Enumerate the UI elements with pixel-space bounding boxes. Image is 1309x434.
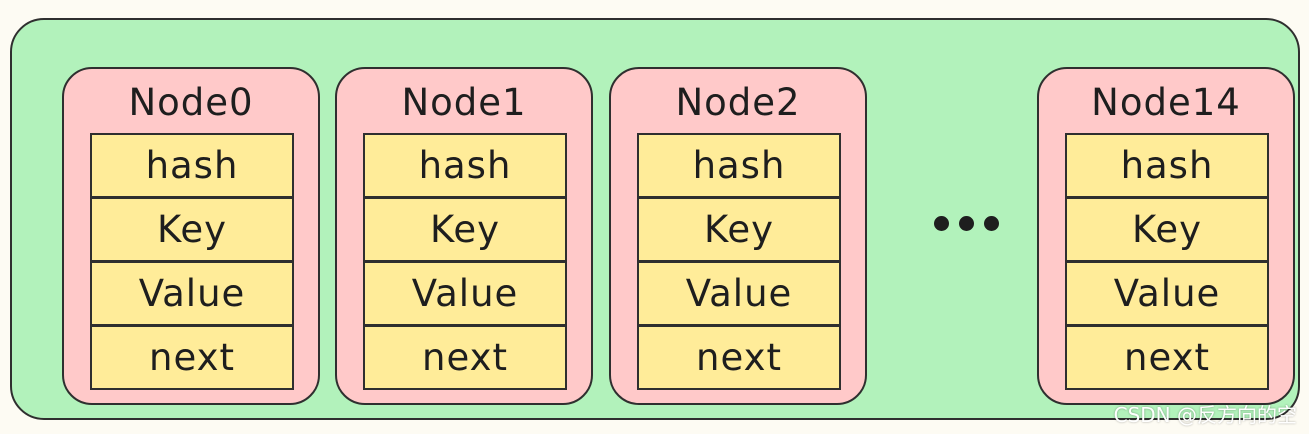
field-key: Key: [1065, 197, 1269, 262]
field-hash: hash: [1065, 133, 1269, 198]
field-value: Value: [1065, 261, 1269, 326]
field-value: Value: [363, 261, 567, 326]
field-next: next: [90, 325, 294, 390]
field-next: next: [1065, 325, 1269, 390]
ellipsis-dot: [959, 216, 974, 231]
field-key: Key: [637, 197, 841, 262]
field-hash: hash: [363, 133, 567, 198]
node-1: Node1 hash Key Value next: [335, 67, 593, 405]
field-key: Key: [90, 197, 294, 262]
field-key: Key: [363, 197, 567, 262]
array-container: Node0 hash Key Value next Node1 hash Key…: [10, 18, 1300, 420]
field-value: Value: [637, 261, 841, 326]
field-next: next: [637, 325, 841, 390]
node-0: Node0 hash Key Value next: [62, 67, 320, 405]
node-title: Node0: [128, 81, 254, 124]
ellipsis-dot: [984, 216, 999, 231]
ellipsis-dot: [934, 216, 949, 231]
field-hash: hash: [637, 133, 841, 198]
field-hash: hash: [90, 133, 294, 198]
field-next: next: [363, 325, 567, 390]
field-value: Value: [90, 261, 294, 326]
node-fields: hash Key Value next: [1065, 133, 1269, 390]
node-title: Node14: [1091, 81, 1241, 124]
node-title: Node1: [401, 81, 527, 124]
watermark: CSDN @反方向的空: [1113, 403, 1297, 427]
node-fields: hash Key Value next: [637, 133, 841, 390]
node-14: Node14 hash Key Value next: [1037, 67, 1295, 405]
ellipsis: [934, 216, 999, 231]
node-title: Node2: [675, 81, 801, 124]
node-fields: hash Key Value next: [363, 133, 567, 390]
node-2: Node2 hash Key Value next: [609, 67, 867, 405]
node-fields: hash Key Value next: [90, 133, 294, 390]
